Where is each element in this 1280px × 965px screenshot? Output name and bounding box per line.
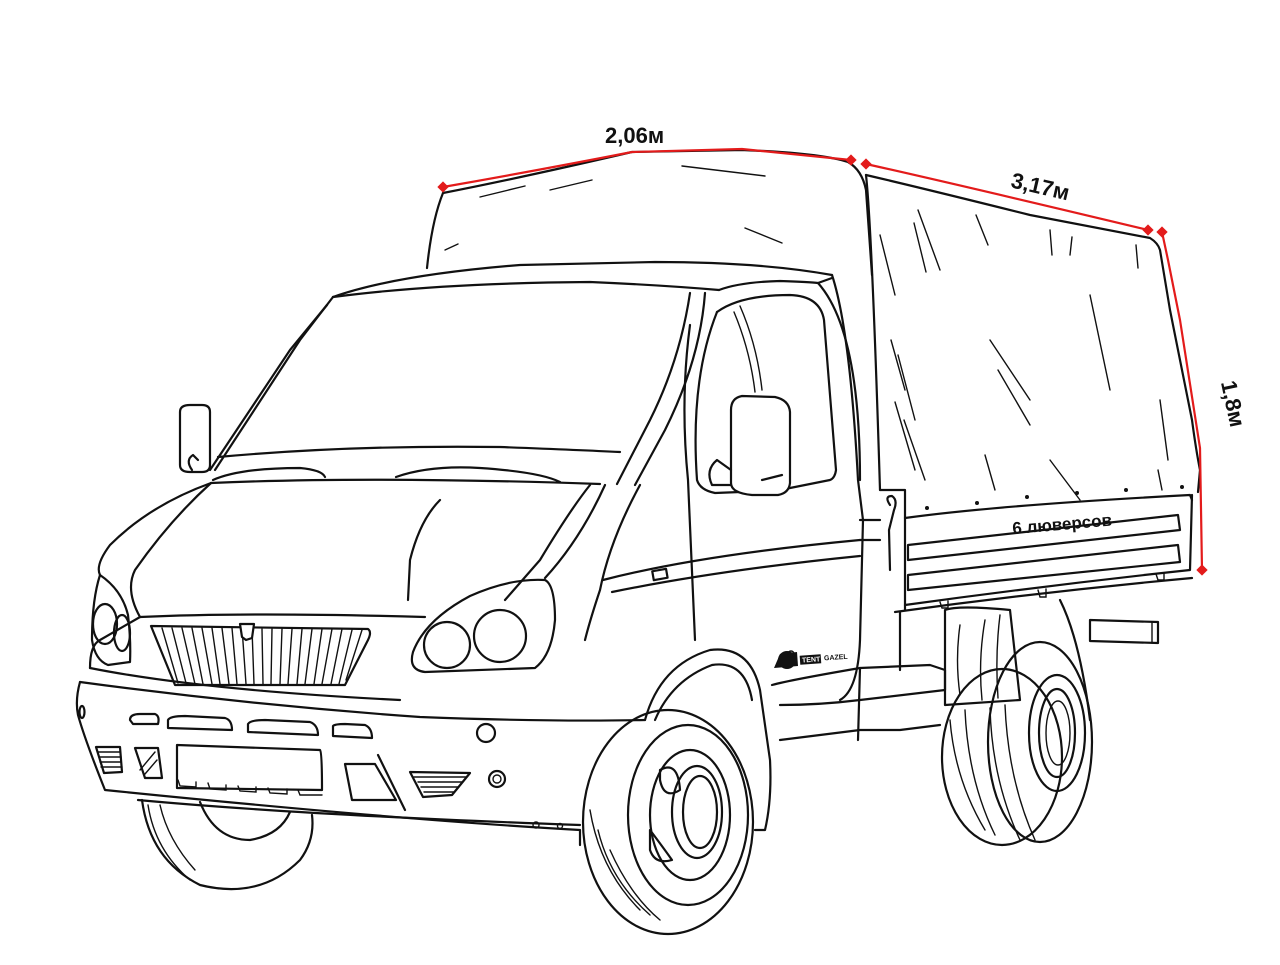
awning-side-panel (864, 173, 1202, 501)
eyelets (925, 485, 1184, 510)
front-bumper (75, 615, 647, 847)
logo-name: GAZEL (824, 654, 849, 663)
width-label: 2,06м (605, 123, 664, 148)
height-label: 1,8м (1216, 378, 1250, 429)
cab (208, 260, 882, 702)
right-mirror (708, 394, 792, 497)
chassis (770, 598, 1160, 742)
rear-wheels (940, 606, 1094, 847)
hood (97, 481, 642, 642)
front-left-wheel (140, 798, 314, 891)
right-headlight (410, 578, 557, 674)
left-mirror (178, 403, 212, 474)
dimension-width: 2,06м (437, 123, 857, 193)
dimension-length: 3,17м (860, 158, 1154, 236)
eyelets-label: 6 люверсов (1012, 511, 1113, 539)
cargo-bed-side (878, 488, 1194, 614)
logo-tag: TENT (802, 656, 821, 664)
front-grille (149, 622, 372, 687)
dimension-height: 1,8м (1156, 226, 1250, 576)
front-right-wheel (581, 648, 772, 936)
awning-front-panel (425, 148, 874, 277)
tentgazel-logo: TENT GAZEL (774, 650, 849, 669)
left-headlight (90, 573, 132, 667)
